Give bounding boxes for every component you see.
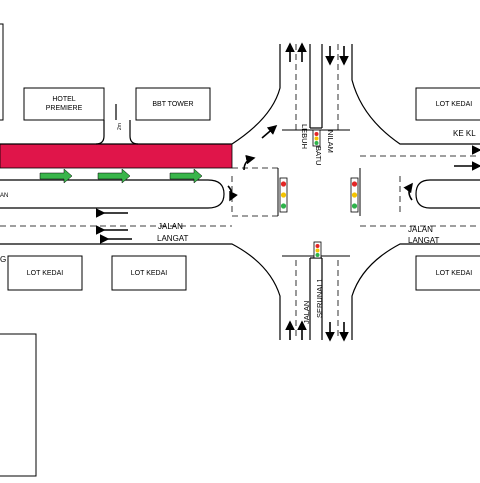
lebuh-label: LEBUH [300,124,309,149]
jalan-langat-east-line1: JALAN [408,225,433,234]
hotel-label-line1: HOTEL [52,96,75,103]
traffic-signal-south [313,241,322,259]
lot-kedai-se-label: LOT KEDAI [436,270,472,277]
lot-kedai-ne-label: LOT KEDAI [436,101,472,108]
label-lebuh-batu-nilam: LEBUH BATU NILAM [300,124,335,165]
building-lot-kedai-se: LOT KEDAI [415,255,480,291]
jalan-serunai-label-2: SERUNAI 1 [315,278,324,318]
jalan-langat-west-line1: JALAN [158,222,183,231]
building-hotel-premiere: HOTEL PREMIERE [23,87,105,121]
traffic-signal-west [279,177,288,213]
road-edges [0,44,480,340]
nilam-label: NILAM [326,130,335,153]
building-lot-kedai-w1: LOT KEDAI [7,255,83,291]
west-edge-label-2: G [0,255,6,264]
label-jalan-serunai: JALAN SERUNAI 1 [302,278,324,324]
building-bbt-tower: BBT TOWER [135,87,211,121]
building-bottom-left [0,333,37,477]
building-top-left-edge [0,23,4,121]
bbt-tower-label: BBT TOWER [152,101,193,108]
jalan-langat-east-line2: LANGAT [408,236,440,245]
highlighted-road-segment [0,143,233,169]
traffic-signal-east [350,177,359,213]
ke-klang-label: KE KL [453,129,476,138]
building-lot-kedai-ne: LOT KEDAI [415,87,480,121]
traffic-signal-north [312,129,321,147]
hotel-label-line2: PREMIERE [46,105,83,112]
batu-label: BATU [314,146,323,165]
direction-arrows [96,42,480,342]
jalan-serunai-label-1: JALAN [302,301,311,324]
green-flow-arrows [39,168,203,184]
jalan-langat-west-line2: LANGAT [157,234,189,243]
building-lot-kedai-w2: LOT KEDAI [111,255,187,291]
west-edge-label: AN [0,193,8,199]
lot-kedai-w2-label: LOT KEDAI [131,270,167,277]
lot-kedai-w1-label: LOT KEDAI [27,270,63,277]
service-lane-label: 2m [117,123,123,130]
